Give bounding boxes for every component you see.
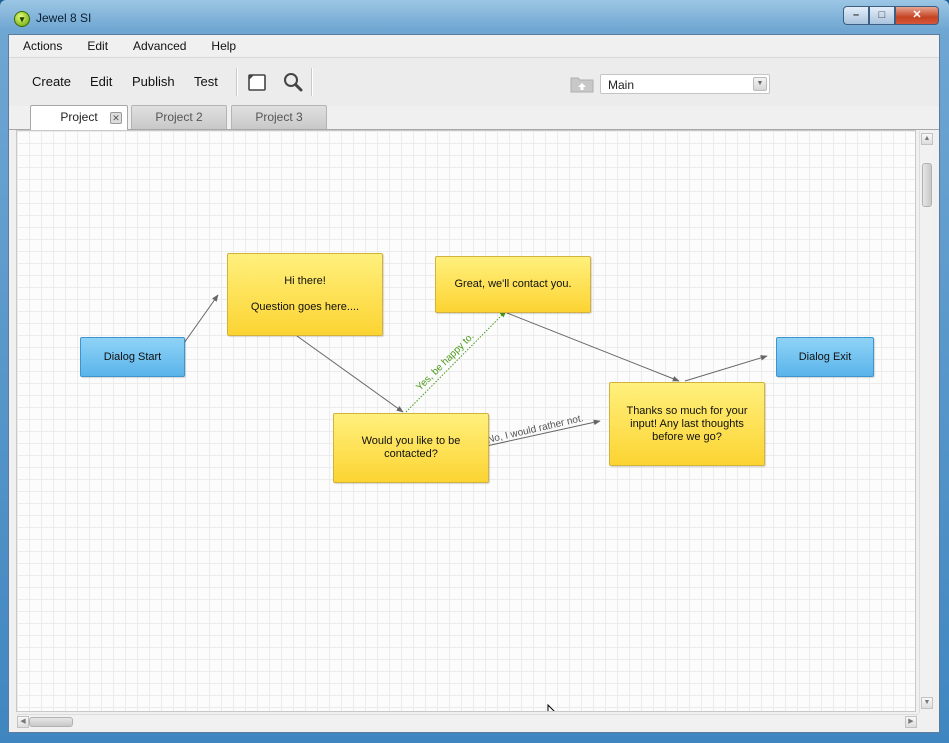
scroll-down-icon[interactable]: ▼ — [921, 697, 933, 709]
node-question[interactable]: Hi there! Question goes here.... — [227, 253, 383, 336]
menu-help[interactable]: Help — [211, 39, 237, 53]
node-label: Great, we'll contact you. — [454, 278, 572, 290]
node-dialog-start[interactable]: Dialog Start — [80, 337, 185, 377]
scroll-left-icon[interactable]: ◀ — [17, 716, 29, 728]
create-button[interactable]: Create — [32, 74, 72, 89]
edge-contact-no[interactable] — [481, 419, 601, 448]
vertical-scroll-thumb[interactable] — [922, 163, 932, 207]
scroll-up-icon[interactable]: ▲ — [921, 133, 933, 145]
minimize-button[interactable]: – — [843, 6, 869, 25]
node-label: Thanks so much for your input! Any last … — [626, 404, 748, 443]
node-dialog-exit[interactable]: Dialog Exit — [776, 337, 874, 377]
mouse-cursor-icon — [547, 704, 555, 711]
tab-label: Project — [60, 110, 98, 124]
close-button[interactable]: ✕ — [895, 6, 939, 25]
new-note-icon[interactable] — [245, 70, 269, 94]
toolbar: Create Edit Publish Test Main ▼ — [9, 58, 939, 106]
flow-canvas[interactable]: Yes, be happy to. No, I would rather not… — [16, 130, 916, 712]
node-thanks[interactable]: Thanks so much for your input! Any last … — [609, 382, 765, 466]
edge-question-to-contact[interactable] — [296, 335, 404, 413]
chevron-down-icon[interactable]: ▼ — [753, 77, 767, 91]
menu-actions[interactable]: Actions — [23, 39, 63, 53]
menu-advanced[interactable]: Advanced — [133, 39, 187, 53]
edge-great-to-thanks[interactable] — [506, 312, 680, 382]
tab-project[interactable]: Project ✕ — [30, 105, 128, 130]
search-icon[interactable] — [281, 70, 305, 94]
horizontal-scroll-thumb[interactable] — [29, 717, 73, 727]
tab-project-2[interactable]: Project 2 — [131, 105, 227, 129]
scroll-right-icon[interactable]: ▶ — [905, 716, 917, 728]
toolbar-separator — [311, 68, 313, 96]
edge-label-yes: Yes, be happy to. — [414, 331, 476, 393]
jewel-logo-icon: ▾ — [14, 11, 30, 27]
scope-dropdown-value: Main — [608, 78, 635, 92]
toolbar-separator — [236, 68, 238, 96]
edge-label-no: No, I would rather not. — [486, 413, 584, 446]
menu-edit[interactable]: Edit — [87, 39, 109, 53]
project-tabs: Project ✕ Project 2 Project 3 — [9, 105, 939, 130]
tab-project-3[interactable]: Project 3 — [231, 105, 327, 129]
flow-edges: Yes, be happy to. No, I would rather not… — [176, 294, 768, 448]
node-label: Hi there! Question goes here.... — [250, 275, 360, 313]
tab-label: Project 2 — [155, 110, 203, 124]
edge-contact-yes[interactable] — [405, 310, 507, 413]
window-title: Jewel 8 SI — [36, 11, 92, 25]
vertical-scrollbar[interactable]: ▲ ▼ — [919, 131, 934, 713]
client-area: Actions Edit Advanced Help Create Edit P… — [8, 34, 940, 733]
node-label: Dialog Exit — [798, 350, 852, 363]
menu-bar: Actions Edit Advanced Help — [9, 35, 939, 58]
node-great[interactable]: Great, we'll contact you. — [435, 256, 591, 313]
edge-thanks-to-exit[interactable] — [684, 355, 768, 382]
window-controls: – □ ✕ — [843, 6, 939, 26]
node-contact-question[interactable]: Would you like to be contacted? — [333, 413, 489, 483]
test-button[interactable]: Test — [194, 74, 218, 89]
folder-up-icon[interactable] — [570, 75, 594, 93]
node-label: Dialog Start — [103, 350, 162, 363]
horizontal-scrollbar[interactable]: ◀ ▶ — [17, 714, 919, 729]
tab-label: Project 3 — [255, 110, 303, 124]
close-tab-icon[interactable]: ✕ — [110, 112, 122, 124]
node-label: Would you like to be contacted? — [361, 435, 461, 460]
publish-button[interactable]: Publish — [132, 74, 175, 89]
maximize-button[interactable]: □ — [869, 6, 895, 25]
edit-button[interactable]: Edit — [90, 74, 113, 89]
title-bar[interactable]: ▾ Jewel 8 SI – □ ✕ — [0, 0, 949, 34]
scope-dropdown[interactable]: Main ▼ — [600, 74, 770, 94]
